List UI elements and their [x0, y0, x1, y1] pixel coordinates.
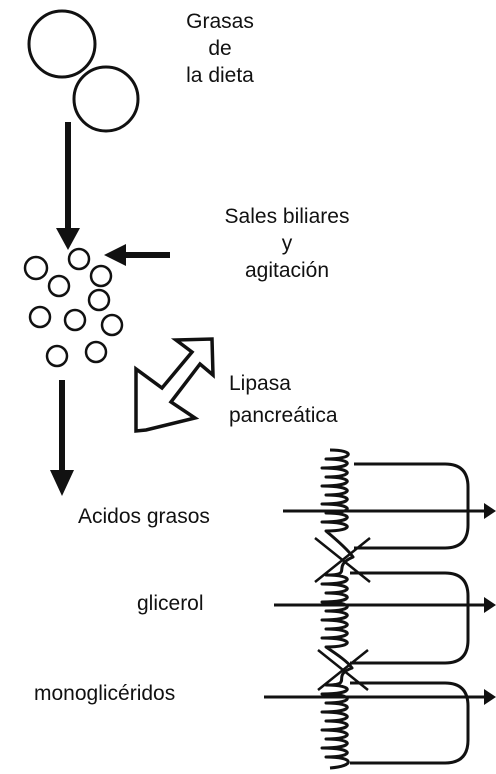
label-dietary-fats-line2: de — [208, 37, 232, 60]
arrow-to-products — [50, 380, 74, 496]
label-bile-salts: Sales biliares y agitación — [195, 203, 379, 284]
absorption-arrows — [264, 503, 496, 705]
label-pancreatic-lipase: Lipasa pancreática — [229, 368, 338, 432]
fat-droplet-large-2 — [72, 65, 140, 133]
label-pancreatic-lipase-line1: Lipasa — [229, 372, 291, 395]
label-dietary-fats-line1: Grasas — [186, 10, 254, 33]
emulsified-droplets — [23, 247, 124, 368]
label-bile-salts-line3: agitación — [244, 259, 330, 282]
hollow-arrow-lipase — [134, 337, 215, 433]
label-dietary-fats-line3: la dieta — [186, 64, 254, 87]
microvilli-border — [320, 448, 355, 770]
cell-junctions — [314, 537, 371, 691]
label-bile-salts-line1: Sales biliares — [224, 205, 350, 228]
villus-2 — [350, 571, 470, 665]
fat-droplet-large-1 — [27, 9, 97, 79]
villus-1 — [354, 462, 470, 550]
arrow-bile-salts — [104, 244, 170, 266]
arrow-fats-to-emulsion — [56, 122, 80, 250]
label-monoglycerides: monoglicéridos — [34, 682, 176, 705]
label-pancreatic-lipase-line2: pancreática — [229, 404, 338, 427]
label-fatty-acids: Acidos grasos — [78, 505, 210, 528]
label-bile-salts-line2: y — [281, 232, 293, 255]
intestinal-villi — [314, 448, 470, 770]
label-glycerol: glicerol — [137, 592, 204, 615]
label-dietary-fats: Grasas de la dieta — [160, 8, 280, 89]
villus-3 — [350, 681, 470, 765]
